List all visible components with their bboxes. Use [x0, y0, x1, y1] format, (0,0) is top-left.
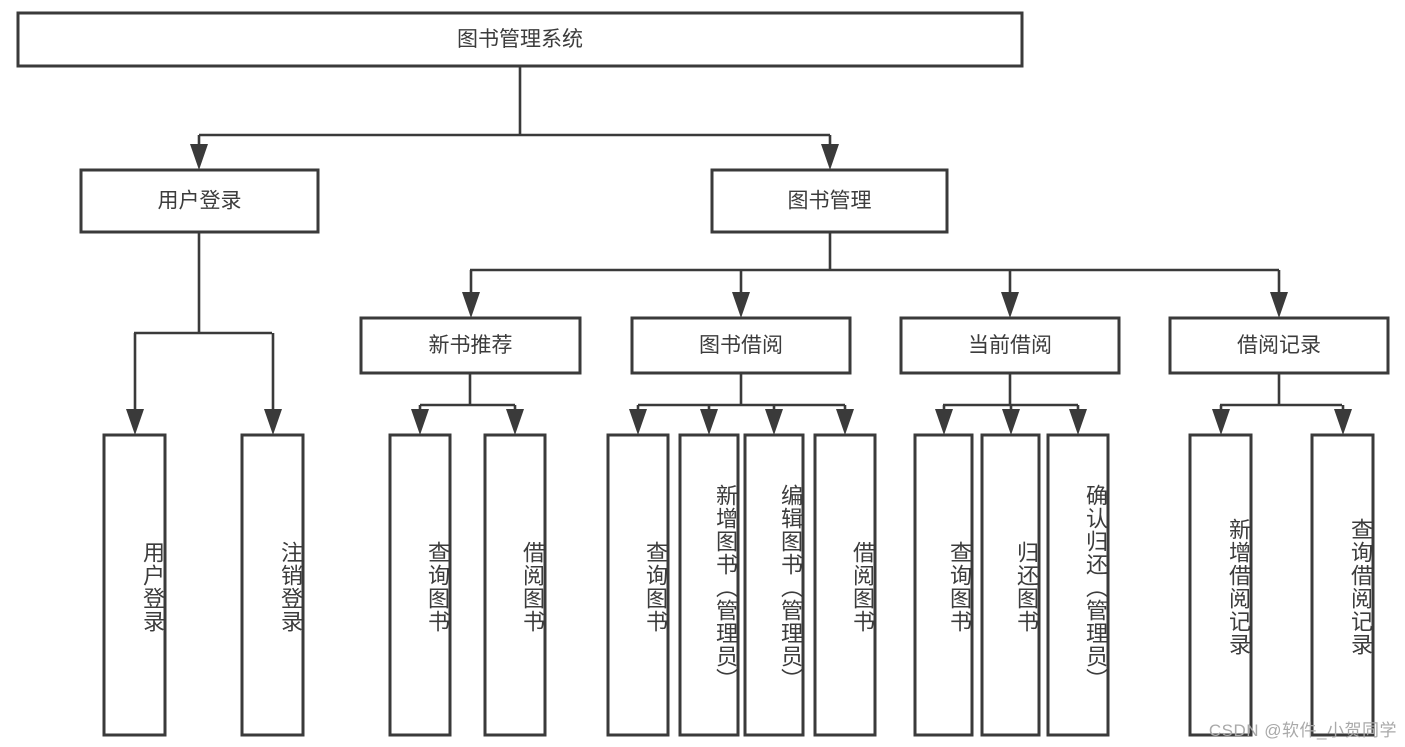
leaf-node-leaf-edit-book[interactable]	[743, 433, 805, 737]
node-box	[1168, 316, 1390, 375]
node-box	[1188, 433, 1253, 737]
node-label: 用户登录	[158, 190, 242, 213]
leaf-node-leaf-return-book[interactable]	[980, 433, 1041, 737]
arrow-head-icon-leaf-query-record	[1334, 409, 1352, 435]
arrow-head-icon-new-book-recommend	[462, 292, 480, 318]
arrow-head-icon-current-borrow	[1001, 292, 1019, 318]
node-box	[483, 433, 547, 737]
leaf-node-leaf-add-record[interactable]	[1188, 433, 1253, 737]
leaf-node-leaf-query-book-2[interactable]	[606, 433, 670, 737]
arrow-head-icon-book-manage	[821, 144, 839, 170]
node-box	[743, 433, 805, 737]
level2-node-book-borrow[interactable]: 图书借阅	[630, 316, 852, 375]
node-box	[102, 433, 167, 737]
node-box	[359, 316, 582, 375]
arrow-head-icon-leaf-query-book-3	[935, 409, 953, 435]
node-box	[79, 168, 320, 234]
node-box	[630, 316, 852, 375]
arrow-head-icon-leaf-user-login	[126, 409, 144, 435]
arrow-head-icon-leaf-borrow-book-1	[506, 409, 524, 435]
level2-node-current-borrow[interactable]: 当前借阅	[899, 316, 1121, 375]
node-label: 当前借阅	[968, 334, 1052, 357]
arrow-head-icon-leaf-query-book-1	[411, 409, 429, 435]
leaf-node-leaf-query-record[interactable]	[1310, 433, 1375, 737]
arrow-head-icon-leaf-query-book-2	[629, 409, 647, 435]
node-box	[678, 433, 740, 737]
leaf-node-leaf-borrow-book-1[interactable]	[483, 433, 547, 737]
leaf-node-leaf-add-book[interactable]	[678, 433, 740, 737]
arrow-head-icon-user-login	[190, 144, 208, 170]
node-label: 图书管理系统	[457, 28, 583, 51]
node-box	[980, 433, 1041, 737]
node-label: 新书推荐	[429, 334, 513, 357]
arrow-head-icon-leaf-add-record	[1212, 409, 1230, 435]
node-box	[388, 433, 452, 737]
level2-node-borrow-record[interactable]: 借阅记录	[1168, 316, 1390, 375]
node-label: 图书借阅	[699, 334, 783, 357]
leaf-node-leaf-query-book-1[interactable]	[388, 433, 452, 737]
leaf-node-leaf-query-book-3[interactable]	[913, 433, 974, 737]
level1-node-user-login[interactable]: 用户登录	[79, 168, 320, 234]
node-label: 借阅记录	[1237, 334, 1321, 357]
node-box	[913, 433, 974, 737]
node-box	[1310, 433, 1375, 737]
node-box	[606, 433, 670, 737]
node-box	[710, 168, 949, 234]
arrow-head-icon-borrow-record	[1270, 292, 1288, 318]
node-box	[899, 316, 1121, 375]
level2-node-new-book-recommend[interactable]: 新书推荐	[359, 316, 582, 375]
node-box	[813, 433, 877, 737]
arrow-head-icon-leaf-return-book	[1002, 409, 1020, 435]
node-label: 图书管理	[788, 190, 872, 213]
leaf-node-leaf-logout[interactable]	[240, 433, 305, 737]
arrow-head-icon-leaf-add-book	[700, 409, 718, 435]
watermark-text: CSDN @软件_小贺同学	[1208, 721, 1397, 740]
arrow-head-icon-book-borrow	[732, 292, 750, 318]
node-box	[1046, 433, 1110, 737]
level1-node-book-manage[interactable]: 图书管理	[710, 168, 949, 234]
leaf-node-leaf-user-login[interactable]	[102, 433, 167, 737]
leaf-node-leaf-borrow-book-2[interactable]	[813, 433, 877, 737]
root-node-root[interactable]: 图书管理系统	[16, 11, 1024, 68]
leaf-node-leaf-confirm-return[interactable]	[1046, 433, 1110, 737]
arrow-head-icon-leaf-confirm-return	[1069, 409, 1087, 435]
arrow-head-icon-leaf-edit-book	[765, 409, 783, 435]
node-box	[16, 11, 1024, 68]
arrow-head-icon-leaf-logout	[264, 409, 282, 435]
node-box	[240, 433, 305, 737]
arrow-head-icon-leaf-borrow-book-2	[836, 409, 854, 435]
